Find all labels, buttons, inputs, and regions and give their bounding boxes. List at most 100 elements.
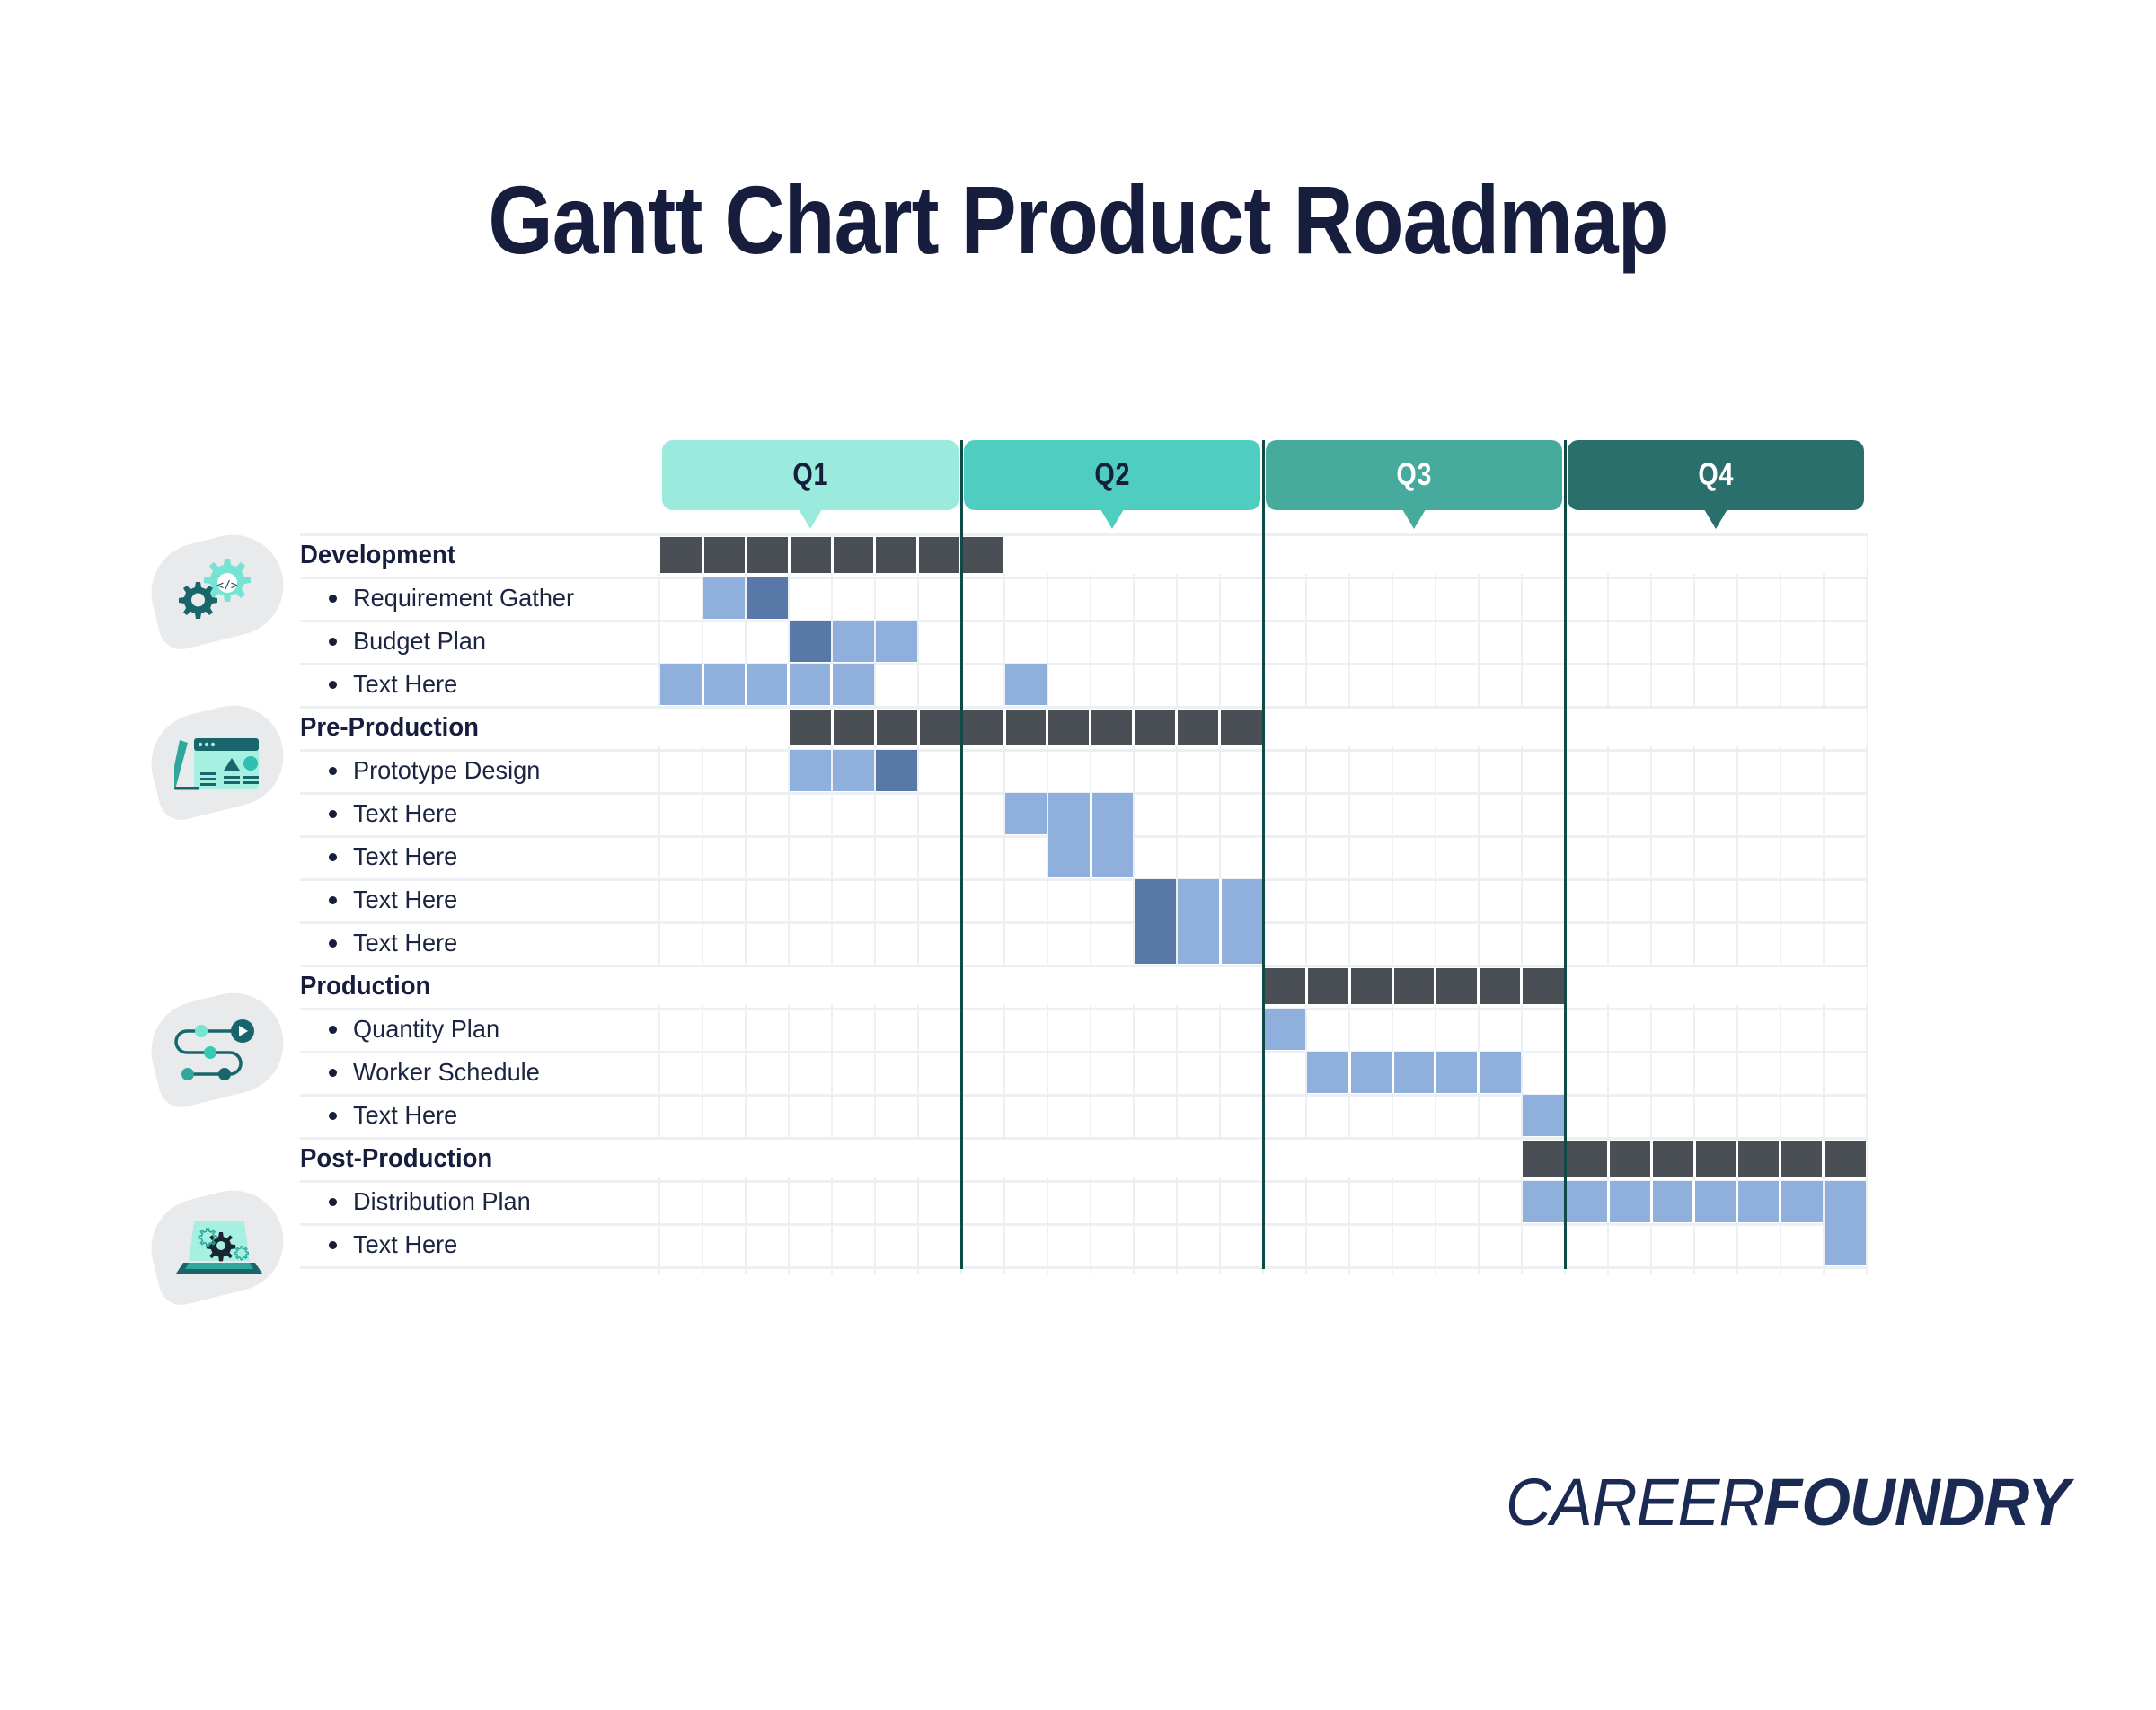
bar-segment-divider bbox=[787, 664, 791, 705]
bar-segment-divider bbox=[702, 664, 705, 705]
grid-column-line bbox=[1133, 533, 1135, 1274]
quarter-header-q1[interactable]: Q1 bbox=[662, 440, 959, 529]
quarter-header-q2[interactable]: Q2 bbox=[964, 440, 1260, 529]
task-title: Prototype Design bbox=[353, 756, 541, 784]
grid-row-line bbox=[300, 921, 1867, 924]
grid-column-line bbox=[831, 533, 833, 1274]
task-row[interactable]: Prototype Design bbox=[300, 749, 1867, 792]
task-gantt-bar[interactable] bbox=[660, 664, 874, 705]
quarter-pointer-icon bbox=[1100, 509, 1124, 529]
quarter-bubble: Q2 bbox=[964, 440, 1260, 510]
bar-segment-divider bbox=[744, 664, 747, 705]
grid-column-line bbox=[1866, 533, 1868, 1274]
bar-segment-divider bbox=[1736, 1141, 1739, 1177]
section-gantt-bar[interactable] bbox=[790, 710, 1262, 745]
section-row[interactable]: Development bbox=[300, 533, 1867, 577]
quarter-divider-line bbox=[1564, 440, 1567, 1269]
task-gantt-bar[interactable] bbox=[876, 621, 917, 662]
bullet-icon bbox=[329, 1068, 337, 1077]
task-gantt-bar[interactable] bbox=[1048, 793, 1133, 877]
task-gantt-bar[interactable] bbox=[1307, 1052, 1521, 1093]
design-window-icon bbox=[174, 738, 259, 790]
grid-column-line bbox=[1736, 533, 1738, 1274]
task-title: Text Here bbox=[353, 886, 458, 913]
task-label: Worker Schedule bbox=[300, 1051, 688, 1094]
quarter-bubble: Q1 bbox=[662, 440, 959, 510]
bar-segment-divider bbox=[1649, 1181, 1653, 1222]
task-gantt-bar[interactable] bbox=[876, 750, 917, 791]
task-title: Worker Schedule bbox=[353, 1058, 540, 1086]
task-gantt-bar[interactable] bbox=[1178, 879, 1262, 964]
bar-segment-divider bbox=[1736, 1181, 1739, 1222]
grid-row-line bbox=[300, 1008, 1867, 1010]
laptop-gears-icon bbox=[176, 1221, 262, 1274]
bullet-icon bbox=[329, 766, 337, 775]
grid-column-line bbox=[1693, 533, 1695, 1274]
task-gantt-bar[interactable] bbox=[1264, 1009, 1305, 1050]
section-title: Post-Production bbox=[300, 1143, 493, 1173]
grid-column-line bbox=[1348, 533, 1350, 1274]
task-gantt-bar[interactable] bbox=[1825, 1181, 1866, 1265]
task-gantt-bar[interactable] bbox=[1135, 879, 1176, 964]
task-row[interactable]: Worker Schedule bbox=[300, 1051, 1867, 1094]
bar-segment-divider bbox=[831, 710, 835, 745]
bullet-icon bbox=[329, 1197, 337, 1206]
section-gantt-bar[interactable] bbox=[1264, 968, 1564, 1004]
section-band bbox=[300, 535, 1867, 574]
task-label: Text Here bbox=[300, 1094, 688, 1137]
bar-segment-divider bbox=[874, 710, 878, 745]
task-label: Quantity Plan bbox=[300, 1008, 688, 1051]
grid-column-line bbox=[917, 533, 919, 1274]
grid-column-line bbox=[1823, 533, 1825, 1274]
section-band bbox=[300, 966, 1867, 1005]
task-gantt-bar[interactable] bbox=[833, 621, 874, 662]
task-gantt-bar[interactable] bbox=[1005, 664, 1047, 705]
grid-column-line bbox=[1047, 533, 1048, 1274]
grid-column-line bbox=[1650, 533, 1652, 1274]
task-gantt-bar[interactable] bbox=[1005, 793, 1047, 834]
bar-segment-divider bbox=[1606, 1181, 1610, 1222]
task-row[interactable]: Budget Plan bbox=[300, 620, 1867, 663]
bar-segment-divider bbox=[916, 710, 920, 745]
task-gantt-bar[interactable] bbox=[790, 750, 831, 791]
task-row[interactable]: Text Here bbox=[300, 921, 1867, 965]
task-row[interactable]: Text Here bbox=[300, 1094, 1867, 1137]
task-gantt-bar[interactable] bbox=[790, 621, 831, 662]
bar-segment-divider bbox=[916, 537, 919, 573]
grid-column-line bbox=[874, 533, 876, 1274]
quarter-bubble: Q4 bbox=[1568, 440, 1864, 510]
task-row[interactable]: Text Here bbox=[300, 663, 1867, 706]
grid-column-line bbox=[745, 533, 747, 1274]
bar-segment-divider bbox=[1348, 1052, 1352, 1093]
bullet-icon bbox=[329, 680, 337, 689]
section-label-pre-production: Pre-Production bbox=[300, 706, 659, 749]
task-row[interactable]: Text Here bbox=[300, 1223, 1867, 1266]
task-row[interactable]: Text Here bbox=[300, 878, 1867, 921]
task-title: Text Here bbox=[353, 670, 458, 698]
section-row[interactable]: Production bbox=[300, 965, 1867, 1008]
task-gantt-bar[interactable] bbox=[1523, 1181, 1823, 1222]
logo-part-career: CAREER bbox=[1506, 1465, 1764, 1539]
bar-segment-divider bbox=[830, 537, 834, 573]
section-label-post-production: Post-Production bbox=[300, 1137, 659, 1180]
task-label: Text Here bbox=[300, 835, 688, 878]
task-row[interactable]: Distribution Plan bbox=[300, 1180, 1867, 1223]
bar-segment-divider bbox=[1174, 710, 1178, 745]
section-gantt-bar[interactable] bbox=[1523, 1141, 1866, 1177]
quarter-header-q4[interactable]: Q4 bbox=[1568, 440, 1864, 529]
task-gantt-bar[interactable] bbox=[833, 750, 874, 791]
task-row[interactable]: Requirement Gather bbox=[300, 577, 1867, 620]
svg-text:</>: </> bbox=[216, 579, 238, 593]
task-row[interactable]: Quantity Plan bbox=[300, 1008, 1867, 1051]
task-gantt-bar[interactable] bbox=[1523, 1095, 1564, 1136]
task-label: Distribution Plan bbox=[300, 1180, 688, 1223]
quarter-pointer-icon bbox=[1402, 509, 1426, 529]
quarter-header-q3[interactable]: Q3 bbox=[1266, 440, 1562, 529]
bar-segment-divider bbox=[1391, 1052, 1394, 1093]
task-title: Text Here bbox=[353, 1101, 458, 1129]
section-gantt-bar[interactable] bbox=[660, 537, 1003, 573]
task-gantt-bar[interactable] bbox=[703, 577, 745, 619]
task-gantt-bar[interactable] bbox=[747, 577, 788, 619]
bar-segment-divider bbox=[1217, 710, 1221, 745]
